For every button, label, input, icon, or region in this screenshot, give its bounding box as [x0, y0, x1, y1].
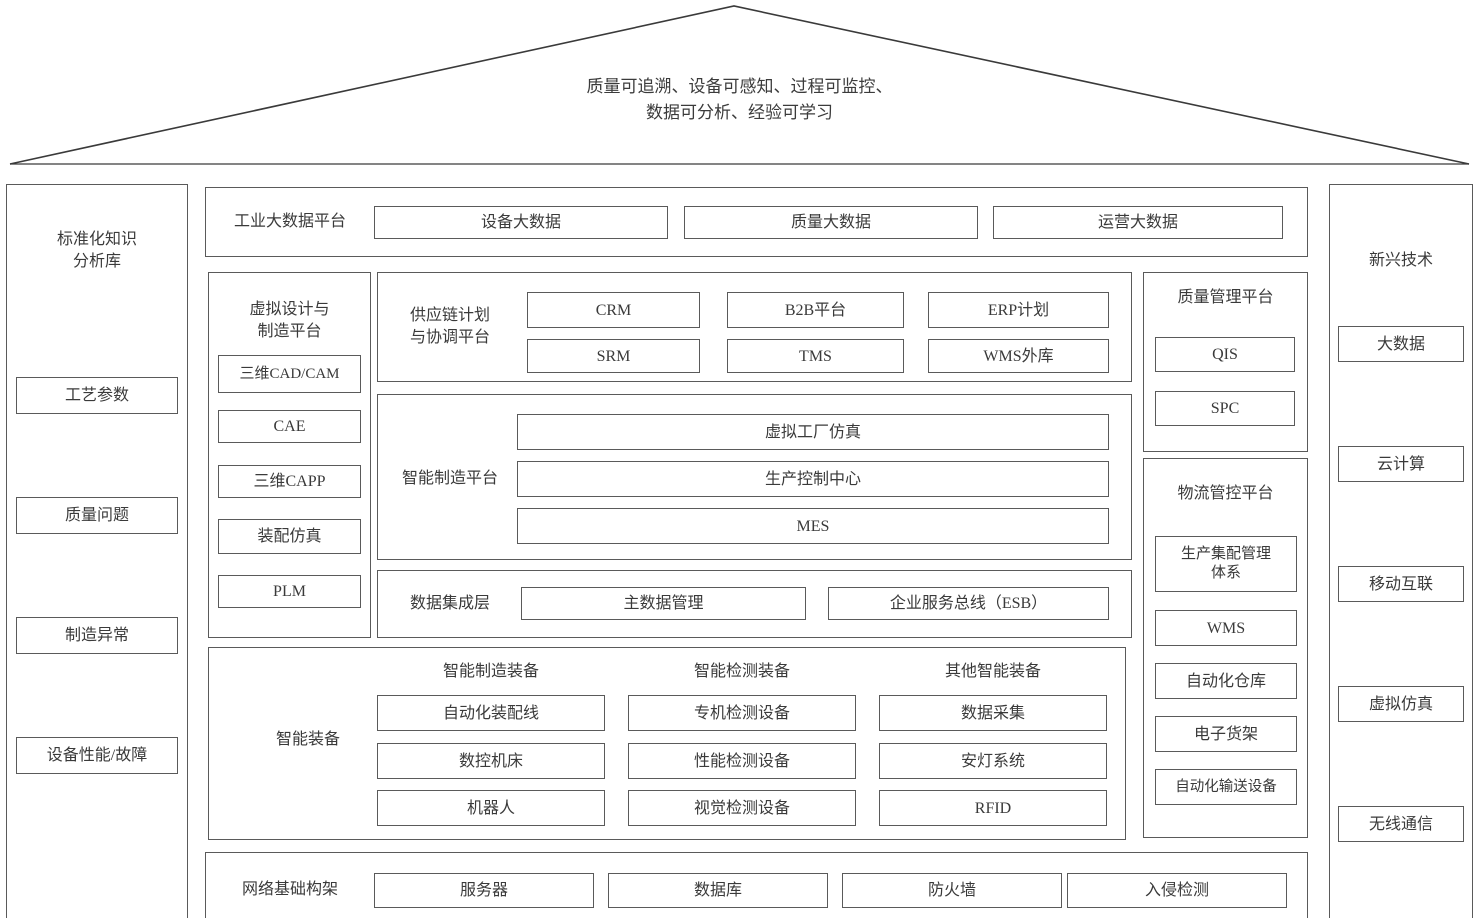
sidebar-item-equipment-performance[interactable]: 设备性能/故障: [16, 737, 178, 774]
quality-item-qis[interactable]: QIS: [1155, 337, 1295, 372]
tech-item-cloud-computing[interactable]: 云计算: [1338, 446, 1464, 482]
logistics-platform-title: 物流管控平台: [1177, 485, 1274, 502]
design-item-assembly-simulation[interactable]: 装配仿真: [218, 519, 361, 554]
smart-manufacturing-platform-title: 智能制造平台: [401, 470, 498, 487]
supply-item-b2b[interactable]: B2B平台: [727, 292, 904, 328]
smart-equipment-group-heading-inspection: 智能检测装备: [693, 663, 790, 680]
equip-item-visual-inspection[interactable]: 视觉检测设备: [628, 790, 856, 826]
design-item-plm[interactable]: PLM: [218, 575, 361, 608]
sidebar-item-process-params[interactable]: 工艺参数: [16, 377, 178, 414]
big-data-item-operations[interactable]: 运营大数据: [993, 206, 1283, 239]
mfg-item-production-control-center[interactable]: 生产控制中心: [517, 461, 1109, 497]
big-data-item-equipment[interactable]: 设备大数据: [374, 206, 668, 239]
equip-item-robot[interactable]: 机器人: [377, 790, 605, 826]
roof-shape: [9, 5, 1470, 165]
logistics-item-wms[interactable]: WMS: [1155, 610, 1297, 646]
big-data-item-quality[interactable]: 质量大数据: [684, 206, 978, 239]
data-integration-layer-title: 数据集成层: [409, 595, 490, 612]
smart-equipment-title: 智能装备: [275, 731, 340, 748]
integration-item-master-data[interactable]: 主数据管理: [521, 587, 806, 620]
network-infrastructure-title: 网络基础构架: [241, 881, 338, 898]
equip-item-rfid[interactable]: RFID: [879, 790, 1107, 826]
left-sidebar-title: 标准化知识 分析库: [56, 231, 137, 270]
sidebar-item-manufacturing-anomaly[interactable]: 制造异常: [16, 617, 178, 654]
logistics-item-electronic-rack[interactable]: 电子货架: [1155, 716, 1297, 752]
logistics-item-production-kitting[interactable]: 生产集配管理 体系: [1155, 536, 1297, 592]
sidebar-item-quality-issue[interactable]: 质量问题: [16, 497, 178, 534]
quality-management-platform-title: 质量管理平台: [1177, 289, 1274, 306]
logistics-item-automated-conveyor[interactable]: 自动化输送设备: [1155, 769, 1297, 805]
tech-item-mobile-internet[interactable]: 移动互联: [1338, 566, 1464, 602]
mfg-item-mes[interactable]: MES: [517, 508, 1109, 544]
equip-item-data-acquisition[interactable]: 数据采集: [879, 695, 1107, 731]
roof-motto: 质量可追溯、设备可感知、过程可监控、 数据可分析、经验可学习: [586, 77, 893, 122]
smart-equipment-group-heading-other: 其他智能装备: [944, 663, 1041, 680]
left-sidebar-panel: [6, 184, 188, 918]
right-sidebar-title: 新兴技术: [1368, 252, 1433, 269]
smart-equipment-group-heading-manufacturing: 智能制造装备: [442, 663, 539, 680]
equip-item-automated-assembly-line[interactable]: 自动化装配线: [377, 695, 605, 731]
equip-item-andon-system[interactable]: 安灯系统: [879, 743, 1107, 779]
network-item-database[interactable]: 数据库: [608, 873, 828, 908]
virtual-design-platform-title: 虚拟设计与 制造平台: [249, 301, 330, 340]
supply-item-wms-external[interactable]: WMS外库: [928, 339, 1109, 373]
mfg-item-virtual-factory-sim[interactable]: 虚拟工厂仿真: [517, 414, 1109, 450]
big-data-platform-title: 工业大数据平台: [233, 213, 346, 230]
supply-item-srm[interactable]: SRM: [527, 339, 700, 373]
supply-item-erp[interactable]: ERP计划: [928, 292, 1109, 328]
equip-item-performance-inspection[interactable]: 性能检测设备: [628, 743, 856, 779]
equip-item-cnc-machine[interactable]: 数控机床: [377, 743, 605, 779]
network-item-server[interactable]: 服务器: [374, 873, 594, 908]
equip-item-dedicated-inspection[interactable]: 专机检测设备: [628, 695, 856, 731]
supply-item-crm[interactable]: CRM: [527, 292, 700, 328]
supply-chain-platform-title: 供应链计划 与协调平台: [409, 307, 490, 346]
design-item-cae[interactable]: CAE: [218, 410, 361, 443]
supply-item-tms[interactable]: TMS: [727, 339, 904, 373]
network-item-intrusion-detection[interactable]: 入侵检测: [1067, 873, 1287, 908]
integration-item-esb[interactable]: 企业服务总线（ESB）: [828, 587, 1109, 620]
quality-item-spc[interactable]: SPC: [1155, 391, 1295, 426]
tech-item-big-data[interactable]: 大数据: [1338, 326, 1464, 362]
right-sidebar-panel: [1329, 184, 1473, 918]
network-item-firewall[interactable]: 防火墙: [842, 873, 1062, 908]
tech-item-virtual-simulation[interactable]: 虚拟仿真: [1338, 686, 1464, 722]
logistics-item-automated-warehouse[interactable]: 自动化仓库: [1155, 663, 1297, 699]
design-item-capp[interactable]: 三维CAPP: [218, 465, 361, 498]
tech-item-wireless-comm[interactable]: 无线通信: [1338, 806, 1464, 842]
design-item-cad-cam[interactable]: 三维CAD/CAM: [218, 355, 361, 393]
